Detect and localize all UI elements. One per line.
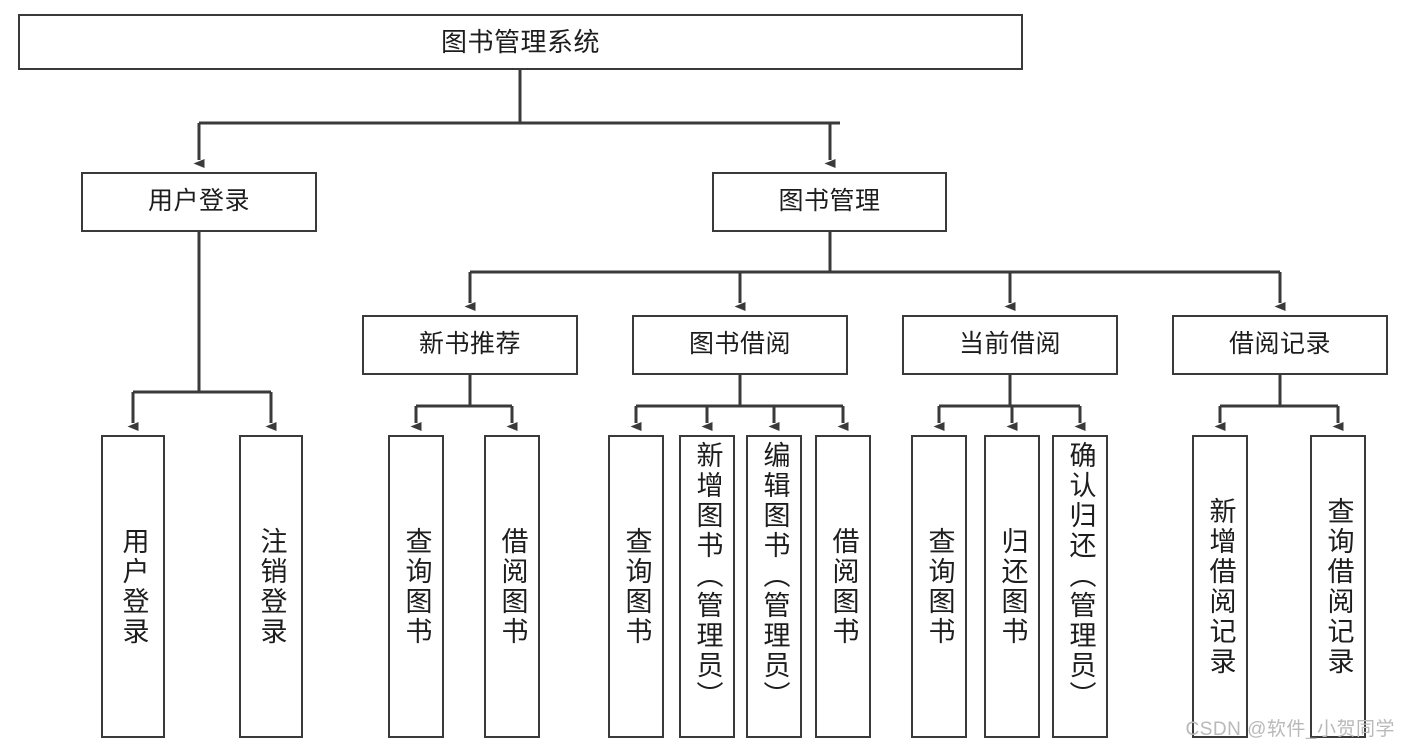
watermark-text: CSDN @软件_小贺同学	[1185, 719, 1395, 740]
node-book-manage[interactable]: 图书管理	[712, 172, 947, 232]
node-new-book-recommend[interactable]: 新书推荐	[362, 315, 578, 375]
node-root-label: 图书管理系统	[440, 26, 600, 57]
node-user-login-label: 用户登录	[147, 187, 250, 216]
node-leaf-query-book-2-label: 查询图书	[621, 526, 652, 647]
node-leaf-edit-book-admin-label: 编辑图书（管理员）	[759, 441, 790, 711]
node-leaf-return-book-label: 归还图书	[997, 526, 1028, 647]
node-new-book-recommend-label: 新书推荐	[418, 330, 521, 359]
node-leaf-confirm-return-admin-label: 确认归还（管理员）	[1065, 441, 1096, 711]
node-leaf-user-login-label: 用户登录	[118, 526, 149, 647]
node-leaf-borrow-book-1-label: 借阅图书	[497, 526, 528, 647]
node-borrow-record[interactable]: 借阅记录	[1172, 315, 1388, 375]
node-leaf-borrow-book-2[interactable]: 借阅图书	[815, 435, 871, 738]
node-current-borrow-label: 当前借阅	[958, 330, 1061, 359]
node-leaf-add-book-admin[interactable]: 新增图书（管理员）	[679, 435, 735, 738]
node-root[interactable]: 图书管理系统	[18, 14, 1023, 70]
node-leaf-add-borrow-record-label: 新增借阅记录	[1205, 496, 1236, 677]
node-leaf-borrow-book-1[interactable]: 借阅图书	[484, 435, 540, 738]
node-leaf-logout[interactable]: 注销登录	[239, 435, 303, 738]
node-leaf-query-book-2[interactable]: 查询图书	[608, 435, 664, 738]
node-book-manage-label: 图书管理	[778, 187, 881, 216]
node-leaf-logout-label: 注销登录	[256, 526, 287, 647]
node-leaf-add-borrow-record[interactable]: 新增借阅记录	[1192, 435, 1248, 738]
node-book-borrow-label: 图书借阅	[688, 330, 791, 359]
node-leaf-return-book[interactable]: 归还图书	[984, 435, 1040, 738]
node-leaf-add-book-admin-label: 新增图书（管理员）	[692, 441, 723, 711]
node-leaf-query-borrow-record[interactable]: 查询借阅记录	[1310, 435, 1366, 738]
node-user-login[interactable]: 用户登录	[81, 172, 317, 232]
node-leaf-confirm-return-admin[interactable]: 确认归还（管理员）	[1052, 435, 1108, 738]
node-leaf-query-book-1-label: 查询图书	[401, 526, 432, 647]
node-current-borrow[interactable]: 当前借阅	[902, 315, 1118, 375]
node-book-borrow[interactable]: 图书借阅	[632, 315, 848, 375]
node-leaf-query-book-1[interactable]: 查询图书	[388, 435, 444, 738]
node-borrow-record-label: 借阅记录	[1228, 330, 1331, 359]
node-leaf-query-book-3-label: 查询图书	[924, 526, 955, 647]
node-leaf-borrow-book-2-label: 借阅图书	[828, 526, 859, 647]
node-leaf-user-login[interactable]: 用户登录	[101, 435, 165, 738]
node-leaf-query-borrow-record-label: 查询借阅记录	[1323, 496, 1354, 677]
node-leaf-edit-book-admin[interactable]: 编辑图书（管理员）	[746, 435, 802, 738]
node-leaf-query-book-3[interactable]: 查询图书	[911, 435, 967, 738]
